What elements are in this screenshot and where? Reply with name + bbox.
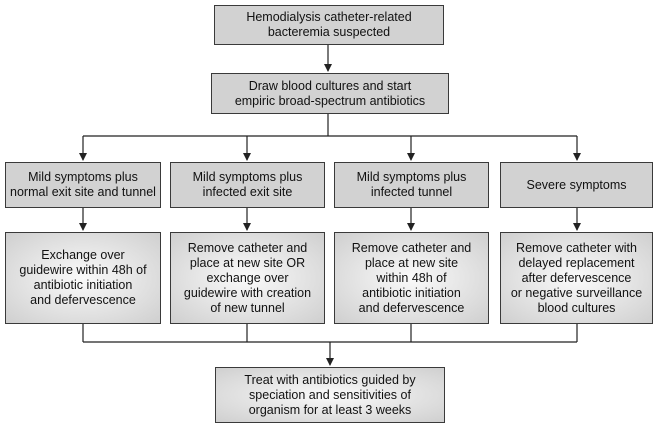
management-box-exchange-guidewire: Exchange over guidewire within 48h of an… — [5, 232, 161, 324]
management-box-remove-delayed: Remove catheter with delayed replacement… — [500, 232, 653, 324]
initial-action-box: Draw blood cultures and start empiric br… — [211, 73, 449, 114]
condition-box-mild-normal-exit: Mild symptoms plus normal exit site and … — [5, 162, 161, 208]
final-treatment-box: Treat with antibiotics guided by speciat… — [215, 367, 445, 423]
management-box-remove-new-site: Remove catheter and place at new site wi… — [334, 232, 489, 324]
condition-box-severe: Severe symptoms — [500, 162, 653, 208]
start-box: Hemodialysis catheter-related bacteremia… — [214, 5, 444, 45]
condition-box-mild-infected-tunnel: Mild symptoms plus infected tunnel — [334, 162, 489, 208]
management-box-remove-or-exchange: Remove catheter and place at new site OR… — [170, 232, 325, 324]
condition-box-mild-infected-exit: Mild symptoms plus infected exit site — [170, 162, 325, 208]
